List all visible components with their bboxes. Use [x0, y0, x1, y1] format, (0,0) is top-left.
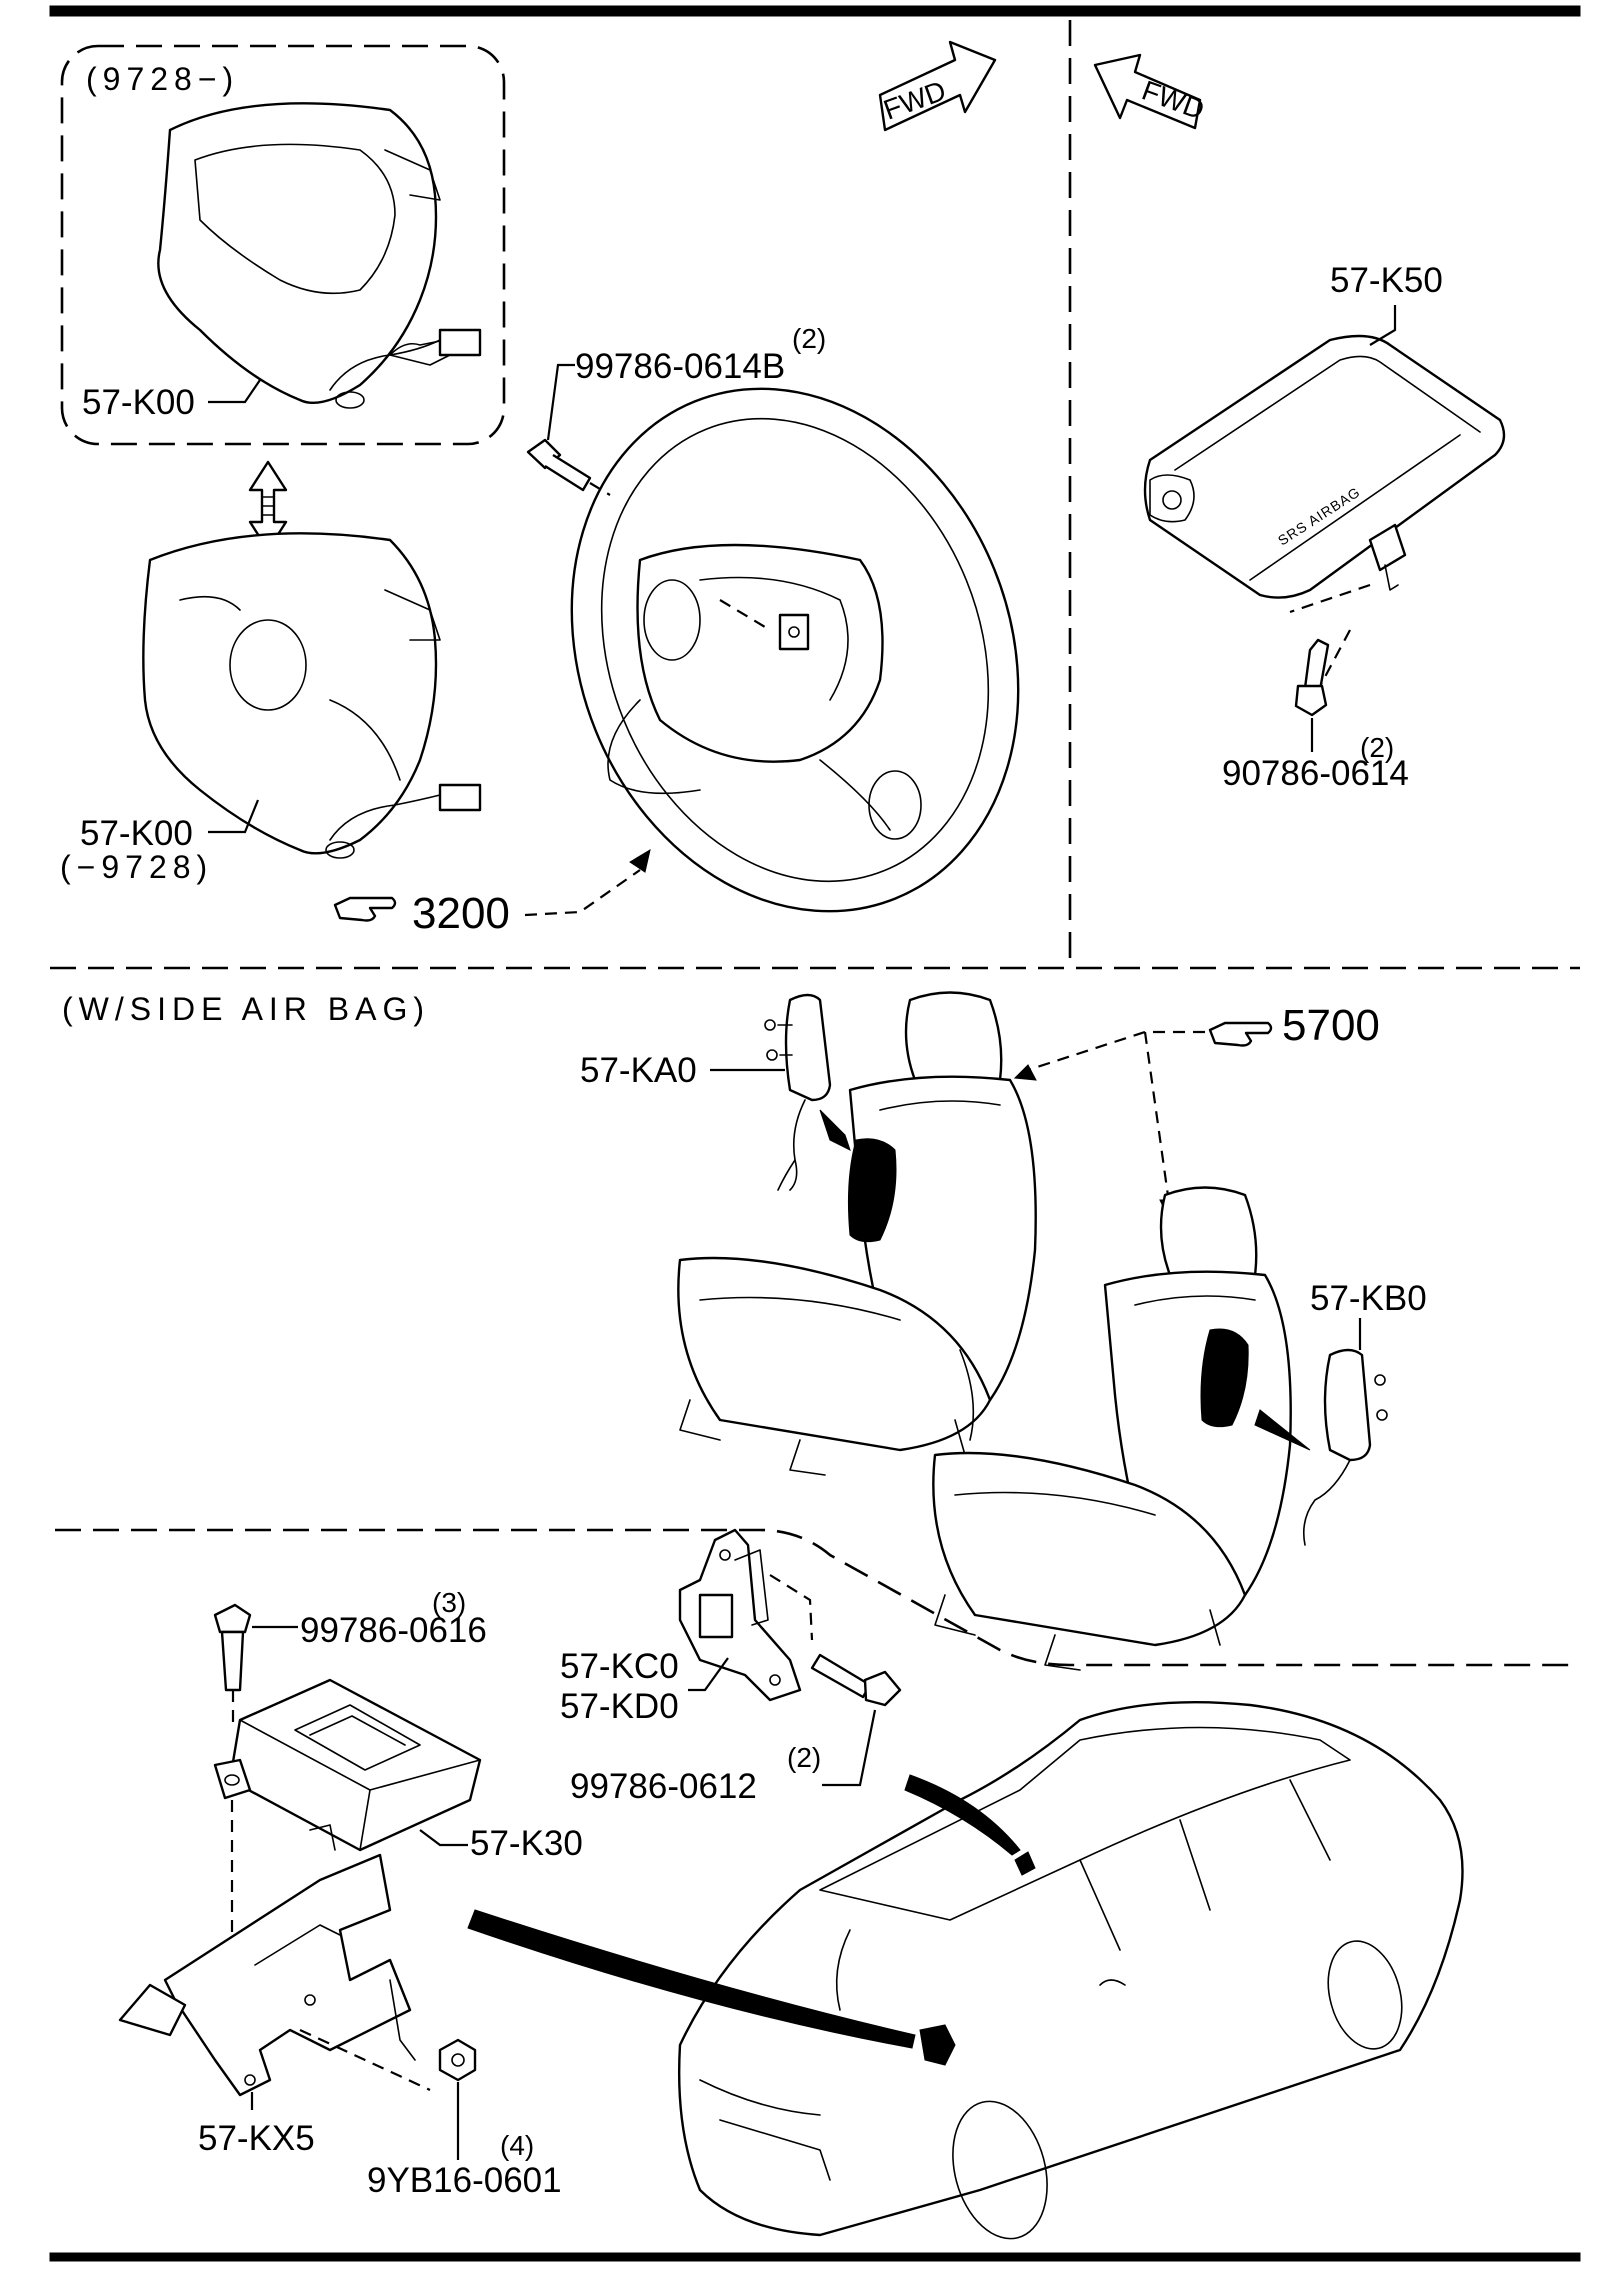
fwd-arrow-icon-left: FWD — [1093, 53, 1208, 130]
bolt-0614b-icon — [526, 438, 611, 496]
bolt-0616-icon — [213, 1603, 252, 1730]
leader-k50-nut — [1289, 583, 1371, 614]
mounting-bracket-kx5 — [118, 1853, 431, 2097]
divider-lower — [55, 1528, 1580, 1667]
bottom-left-note: (−9728) — [60, 849, 213, 885]
label-bolt-0614b: 99786-0614B — [575, 347, 785, 386]
location-pointer-sensor — [904, 1774, 1021, 1856]
arrowhead-5700-a — [1013, 1064, 1037, 1081]
hand-pointer-icon-3200 — [333, 896, 397, 922]
leader-5700-seat1 — [1027, 1030, 1205, 1072]
location-pointer-module — [467, 1909, 916, 2049]
hand-pointer-icon-5700 — [1208, 1021, 1273, 1047]
front-seat-left — [677, 991, 1037, 1476]
bolt-0612-icon — [810, 1653, 902, 1707]
leader-k00-top — [208, 379, 261, 404]
bottom-border — [49, 2252, 1581, 2262]
variant-box — [60, 44, 506, 446]
ref-5700: 5700 — [1282, 1001, 1380, 1050]
leader-k00-bottom — [208, 799, 260, 834]
leader-3200 — [524, 869, 641, 917]
leader-bolt-0614b — [546, 363, 575, 441]
qty-nut-9yb16: (4) — [500, 2130, 534, 2161]
label-bolt-0612: 99786-0612 — [570, 1767, 757, 1806]
leader-5700-seat2 — [1143, 1031, 1172, 1211]
top-border — [49, 5, 1581, 17]
front-seat-right — [932, 1186, 1292, 1671]
fwd-arrow-icon-right: FWD — [878, 40, 997, 132]
steering-wheel — [570, 387, 1020, 913]
label-k50: 57-K50 — [1330, 261, 1443, 300]
label-ka0: 57-KA0 — [580, 1051, 697, 1090]
passenger-airbag-module — [1143, 334, 1506, 599]
label-k30: 57-K30 — [470, 1824, 583, 1863]
label-kd0: 57-KD0 — [560, 1687, 679, 1726]
airbag-control-module — [213, 1678, 482, 1852]
bolt-90786-icon — [1294, 638, 1330, 717]
vehicle-sedan — [677, 1700, 1464, 2240]
sensor-bracket-kc0 — [678, 1528, 814, 1702]
label-k00-bottom: 57-K00 — [80, 814, 193, 853]
leader-kc0 — [688, 1657, 729, 1692]
label-kc0: 57-KC0 — [560, 1647, 679, 1686]
ref-3200: 3200 — [412, 889, 510, 938]
leader-k30 — [419, 1829, 468, 1847]
leader-k50-bolt — [1317, 629, 1351, 691]
qty-bolt-90786: (2) — [1360, 732, 1394, 763]
section-side-airbag: (W/SIDE AIR BAG) — [62, 991, 430, 1027]
steering-pad-upper — [157, 102, 482, 409]
leader-k50 — [1369, 305, 1397, 346]
qty-bolt-0616: (3) — [432, 1587, 466, 1618]
label-kx5: 57-KX5 — [198, 2119, 315, 2158]
label-bolt-0616: 99786-0616 — [300, 1611, 487, 1650]
label-kb0: 57-KB0 — [1310, 1279, 1427, 1318]
label-bolt-90786: 90786-0614 — [1222, 754, 1409, 793]
steering-pad-lower — [142, 532, 482, 859]
arrowhead-3200 — [629, 848, 651, 873]
label-k00-top: 57-K00 — [82, 383, 195, 422]
label-nut-9yb16: 9YB16-0601 — [367, 2161, 562, 2200]
qty-bolt-0612: (2) — [787, 1742, 821, 1773]
qty-bolt-0614b: (2) — [792, 323, 826, 354]
side-airbag-kb0 — [1254, 1348, 1388, 1546]
side-airbag-ka0 — [764, 993, 851, 1191]
leader-bolt-0612 — [822, 1709, 877, 1787]
nut-9yb16-icon — [438, 2038, 477, 2082]
top-left-note: (9728−) — [86, 61, 239, 97]
